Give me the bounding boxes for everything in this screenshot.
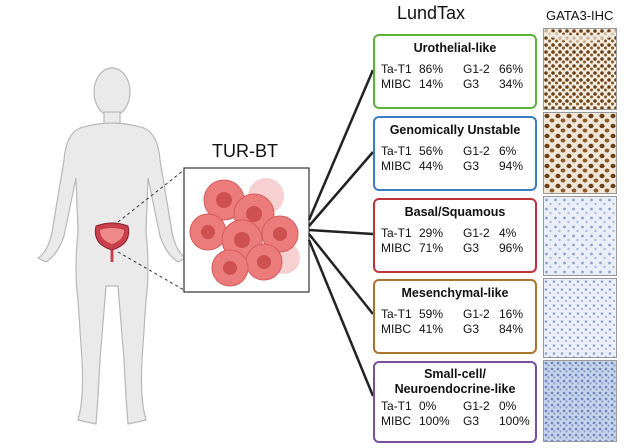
ihc-texture bbox=[544, 279, 616, 357]
subtype-title: Genomically Unstable bbox=[389, 123, 521, 137]
turbt-label: TUR-BT bbox=[212, 141, 278, 161]
subtype-title-line2: Neuroendocrine-like bbox=[394, 382, 516, 396]
ihc-image-urothelial bbox=[543, 28, 617, 110]
ihc-image-genomic bbox=[543, 112, 617, 194]
human-body-icon bbox=[36, 67, 188, 425]
ihc-texture bbox=[544, 29, 616, 109]
tumor-cells bbox=[189, 178, 300, 287]
lundtax-header: LundTax bbox=[397, 3, 466, 23]
connector-lines bbox=[307, 69, 375, 397]
bladder-icon bbox=[94, 222, 130, 262]
subtype-title: Mesenchymal-like bbox=[401, 286, 509, 300]
ihc-texture bbox=[544, 361, 616, 441]
subtype-title: Basal/Squamous bbox=[404, 205, 506, 219]
ihc-image-small-cell bbox=[543, 360, 617, 442]
ihc-image-basal bbox=[543, 196, 617, 276]
ihc-image-mesenchymal bbox=[543, 278, 617, 358]
subtype-title: Urothelial-like bbox=[413, 41, 497, 55]
subtype-title: Small-cell/ bbox=[424, 367, 486, 381]
ihc-header: GATA3-IHC bbox=[546, 8, 614, 23]
ihc-texture bbox=[544, 113, 616, 193]
ihc-texture bbox=[544, 197, 616, 275]
